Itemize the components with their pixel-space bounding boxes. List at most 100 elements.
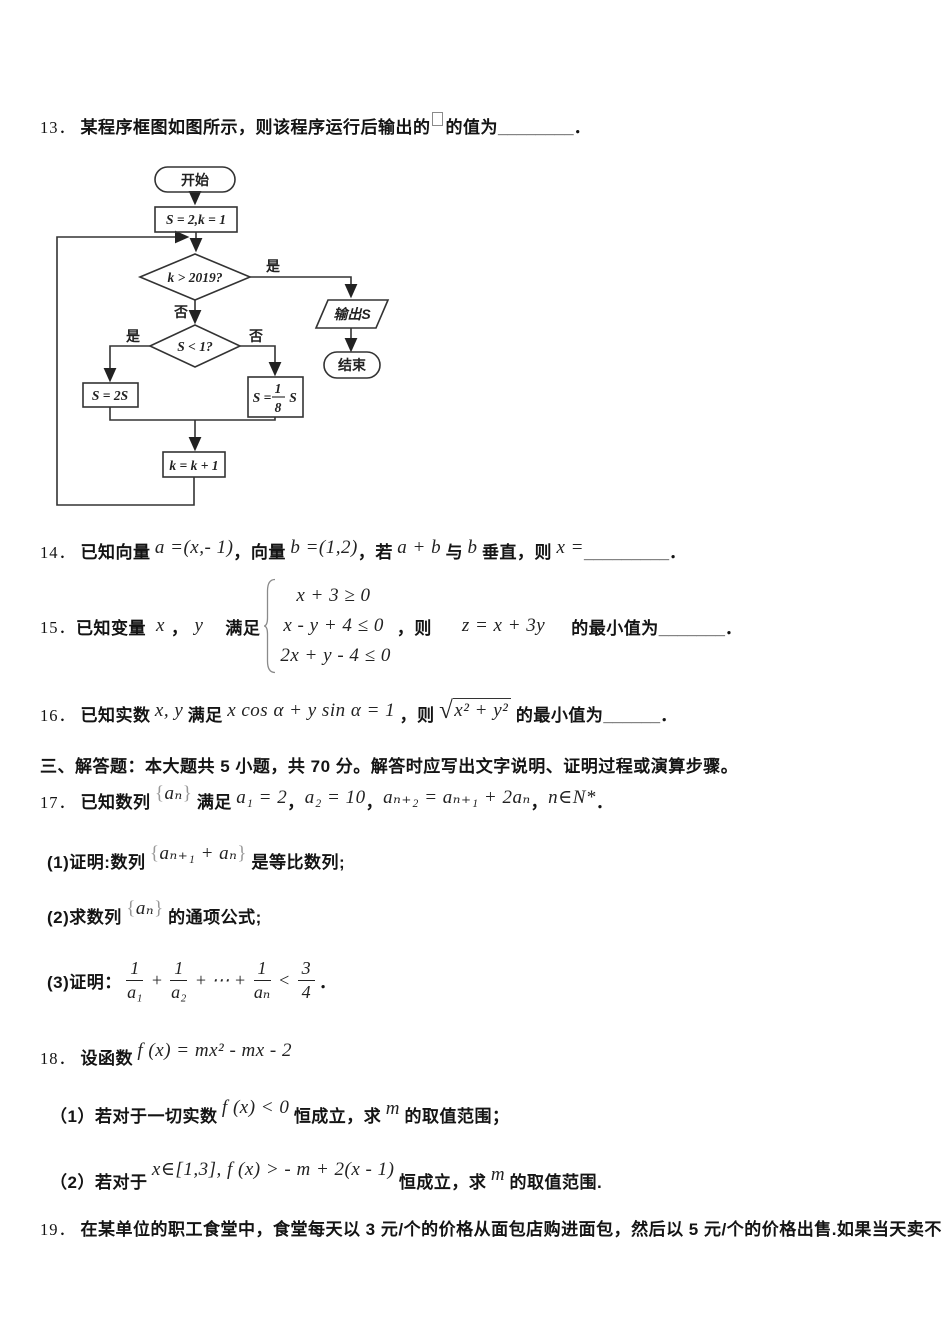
- end-label: 结束: [338, 357, 367, 373]
- q14-math-x-equals: x =: [556, 537, 584, 558]
- init-node: [154, 206, 238, 233]
- question-19: 19． 在某单位的职工食堂中，食堂每天以 3 元/个的价格从面包店购进面包，然后…: [40, 1215, 942, 1240]
- merge-line: [109, 407, 276, 421]
- sequence-term: aₙ: [135, 898, 155, 919]
- cond2-diamond: [148, 324, 242, 368]
- q18p1-math-inequality: f (x) < 0: [221, 1097, 290, 1118]
- q17p2-text-2: 的通项公式;: [168, 908, 262, 927]
- q16-math-equation: x cos α + y sin α = 1: [227, 700, 396, 721]
- q18p2-text-1: （2）若对于: [50, 1173, 148, 1192]
- q16-number: 16．: [40, 706, 76, 725]
- q18p1-math-m: m: [385, 1098, 400, 1119]
- ellipsis-operator: + ⋯ +: [194, 970, 247, 990]
- q17p1-text-1: (1)证明:数列: [47, 853, 146, 872]
- q15-number: 15．: [40, 618, 76, 637]
- output-label: 输出S: [333, 306, 371, 322]
- question-17-part-1: (1)证明:数列 {aₙ₊₁ + aₙ} 是等比数列;: [47, 843, 346, 874]
- q17p3-period: ．: [319, 973, 337, 992]
- plus-operator: +: [150, 970, 163, 990]
- q17p1-text-2: 是等比数列;: [251, 853, 346, 872]
- flowchart-figure: 开始 S = 2,k = 1 k > 2019? 是 否 S < 1? 是 否 …: [56, 166, 390, 506]
- assign-no-numerator: 1: [275, 381, 282, 396]
- assign-no-denominator: 8: [275, 400, 282, 415]
- q19-number: 19．: [40, 1220, 76, 1239]
- fraction-numerator: 1: [253, 958, 271, 981]
- q15-text-1: 已知变量: [76, 618, 146, 638]
- right-brace: }: [182, 783, 193, 804]
- assign-no-suffix: S: [289, 390, 297, 405]
- constraint-2: x - y + 4 ≤ 0: [283, 615, 384, 636]
- q16-math-xy: x, y: [154, 700, 184, 721]
- q14-math-b: b: [467, 537, 478, 558]
- cond2-label: S < 1?: [177, 339, 213, 354]
- q15-objective: z = x + 3y: [461, 615, 546, 636]
- q17p2-sequence: {aₙ}: [126, 898, 163, 919]
- q15-comma: ，: [170, 618, 189, 638]
- q15-answer-blank: _______．: [658, 618, 742, 638]
- q18p1-text-1: （1）若对于一切实数: [50, 1107, 218, 1126]
- q16-text-4: 的最小值为: [515, 706, 604, 725]
- q18-text-1: 设函数: [80, 1049, 133, 1068]
- q17-text-2: 满足: [196, 793, 232, 812]
- q17-number: 17．: [40, 793, 76, 812]
- inc-label: k = k + 1: [169, 458, 218, 473]
- constraint-1: x + 3 ≥ 0: [296, 585, 371, 606]
- question-13: 13． 某程序框图如图所示，则该程序运行后输出的的值为________．: [40, 112, 591, 138]
- q16-text-3: ，则: [399, 706, 435, 725]
- q17-comma-3: ，: [530, 793, 549, 812]
- right-brace: }: [237, 843, 248, 864]
- q16-math-radical: √x² + y²: [439, 697, 512, 724]
- q13-number: 13．: [40, 118, 76, 137]
- q14-text-4: 与: [445, 543, 464, 562]
- q14-number: 14．: [40, 543, 76, 562]
- q14-text-2: ，向量: [233, 543, 286, 562]
- assign-no-prefix: S =: [253, 390, 272, 405]
- q18p2-text-2: 恒成立，求: [398, 1173, 487, 1192]
- system-brace: [264, 578, 276, 674]
- constraint-3: 2x + y - 4 ≤ 0: [280, 645, 391, 666]
- start-node: [154, 166, 236, 193]
- q15-var-x: x: [156, 615, 165, 636]
- arrow-cond2-no: [240, 345, 282, 377]
- q14-text-3: ，若: [357, 543, 393, 562]
- sequence-term: aₙ: [164, 783, 183, 804]
- fraction-denominator: a₂: [171, 982, 187, 1002]
- sequence-term: aₙ₊₁ + aₙ: [159, 843, 238, 864]
- q13-text-after: 的值为: [445, 118, 498, 137]
- q18-number: 18．: [40, 1049, 76, 1068]
- assign-yes-label: S = 2S: [92, 388, 128, 403]
- q14-text-5: 垂直，则: [481, 543, 552, 562]
- question-16: 16． 已知实数 x, y 满足 x cos α + y sin α = 1 ，…: [40, 697, 677, 728]
- q17p2-text-1: (2)求数列: [47, 908, 122, 927]
- q17-math-a1: a₁ = 2: [236, 787, 288, 808]
- left-brace: {: [149, 843, 160, 864]
- radical-sign: √: [439, 697, 454, 724]
- q14-text-1: 已知向量: [80, 543, 151, 562]
- q18p1-text-3: 的取值范围；: [404, 1107, 510, 1126]
- assign-no-node: [247, 376, 304, 418]
- constraint-system: x + 3 ≥ 0 x - y + 4 ≤ 0 2x + y - 4 ≤ 0: [280, 581, 390, 671]
- q18p2-math-m: m: [490, 1164, 506, 1185]
- q14-answer-blank: _________．: [583, 543, 687, 562]
- cond1-yes-label: 是: [266, 258, 281, 274]
- q17-comma-2: ，: [365, 793, 384, 812]
- question-14: 14． 已知向量 a =(x,- 1)，向量 b =(1,2)，若 a + b …: [40, 537, 687, 564]
- q14-math-vector-b: b =(1,2): [290, 537, 358, 558]
- cond1-no-label: 否: [173, 304, 188, 320]
- end-node: [323, 351, 381, 379]
- q18p1-text-2: 恒成立，求: [293, 1107, 382, 1126]
- q14-math-a-plus-b: a + b: [397, 537, 442, 558]
- q17-period: ．: [595, 793, 614, 812]
- radical-body: x² + y²: [453, 698, 512, 721]
- section-3-title: 三、解答题：本大题共 5 小题，共 70 分。解答时应写出文字说明、证明过程或演…: [40, 757, 739, 776]
- cond2-yes-label: 是: [126, 328, 141, 344]
- start-label: 开始: [181, 172, 209, 188]
- q16-text-2: 满足: [187, 706, 223, 725]
- init-label: S = 2,k = 1: [166, 212, 226, 227]
- q18p2-text-3: 的取值范围.: [509, 1173, 603, 1192]
- q17p3-text-1: (3)证明：: [47, 973, 122, 992]
- fraction-numerator: 1: [126, 958, 144, 981]
